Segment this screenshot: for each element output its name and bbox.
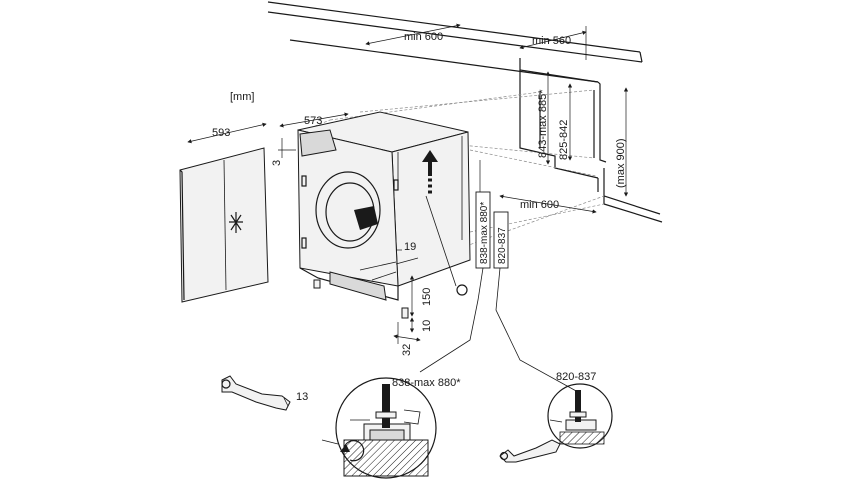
wrench-size-label: 13 <box>296 391 308 403</box>
height-range-high: 838-max 880* <box>419 191 491 373</box>
dim-label-niche-depth-top: min 560 <box>532 35 571 47</box>
dim-label-niche-height: 843-max 885* <box>537 89 549 158</box>
dim-label-niche-width-top: min 600 <box>404 31 443 43</box>
dim-label-10: 10 <box>421 320 433 332</box>
dim-niche-height: 843-max 885* 825-842 <box>537 71 573 165</box>
dim-niche-max: (max 900) <box>615 87 629 197</box>
wrench-icon <box>221 375 291 411</box>
rotate-arrow-icon <box>321 439 365 462</box>
dim-150: 150 <box>409 275 433 317</box>
dim-top-gap: 3 <box>271 138 296 166</box>
height-range-low: 820-837 <box>493 211 579 393</box>
dim-niche-depth-top: min 560 <box>519 26 587 60</box>
dim-label-19: 19 <box>404 241 416 253</box>
dim-label-top-gap: 3 <box>271 160 283 166</box>
dim-label-door-width: 593 <box>212 127 230 139</box>
snowflake-icon <box>229 212 243 233</box>
detail-label-high: 838-max 880* <box>392 377 461 389</box>
porthole <box>315 171 381 249</box>
detail-label-low: 820-837 <box>556 371 596 383</box>
dim-niche-width-top: min 600 <box>365 23 461 46</box>
door-handle <box>354 206 378 230</box>
dim-10: 10 <box>409 317 433 333</box>
washing-machine <box>297 111 471 319</box>
wrench-small-icon <box>499 439 561 463</box>
units-label: [mm] <box>230 91 254 103</box>
dim-19: 19 <box>395 241 419 265</box>
dim-machine-depth: 573 <box>279 112 349 128</box>
up-arrow-icon <box>422 150 457 287</box>
height-label-low: 820-837 <box>497 227 508 264</box>
dim-32: 32 <box>393 322 421 356</box>
dim-niche-width-floor: min 600 <box>499 194 597 214</box>
dim-label-machine-depth: 573 <box>304 115 322 127</box>
detail-circle-high <box>335 377 437 479</box>
door-panel <box>179 147 269 303</box>
dim-label-32: 32 <box>401 344 413 356</box>
dim-door-width: 593 <box>187 122 267 144</box>
dim-label-niche-height-b: 825-842 <box>558 120 570 160</box>
detail-circle-low <box>547 383 613 449</box>
height-label-high: 838-max 880* <box>479 202 490 264</box>
dim-label-niche-width-floor: min 600 <box>520 199 559 211</box>
dim-label-150: 150 <box>421 288 433 306</box>
dim-label-niche-max: (max 900) <box>615 138 627 188</box>
